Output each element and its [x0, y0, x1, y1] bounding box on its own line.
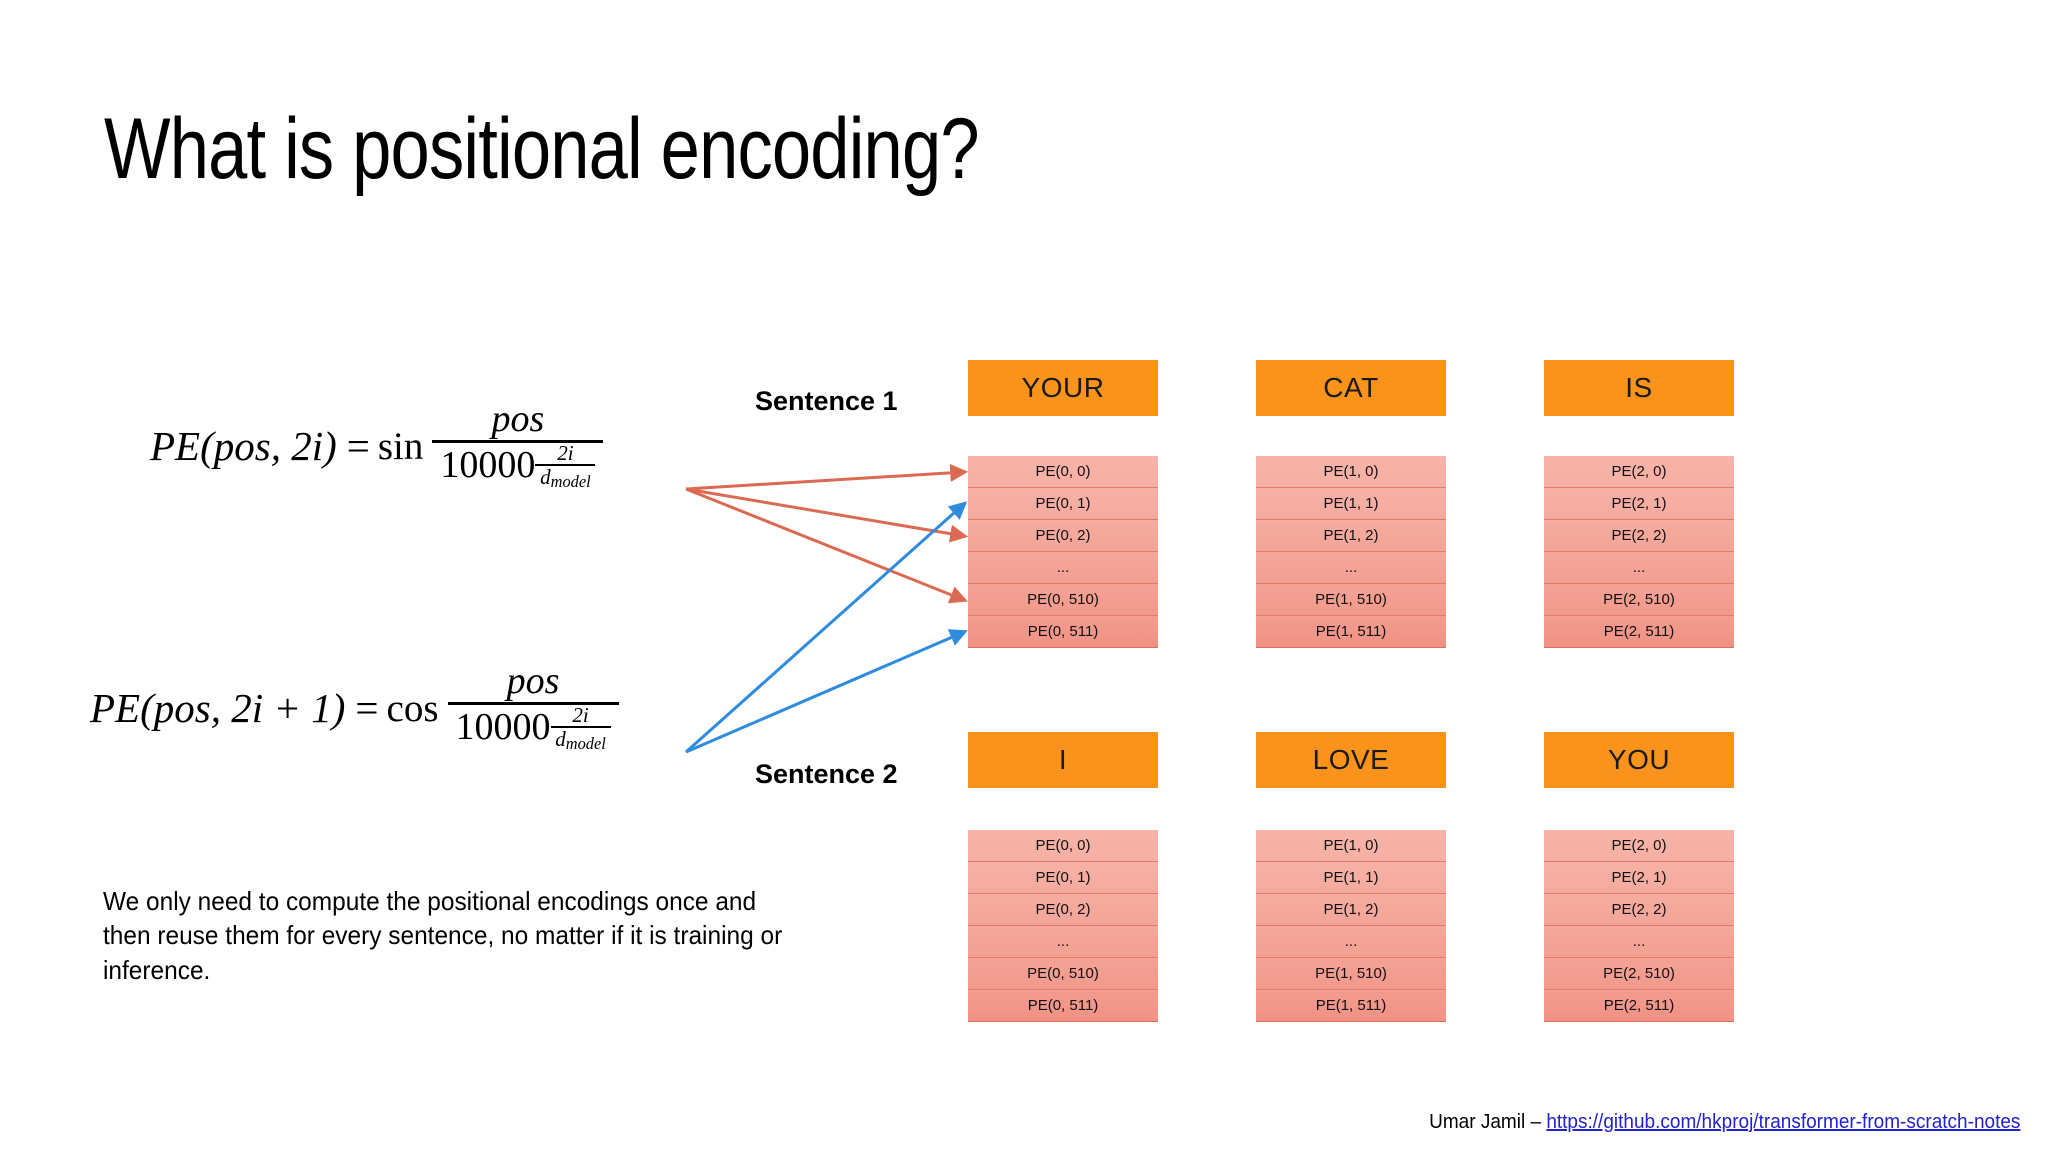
connector-arrow	[685, 501, 968, 754]
formula-sin-fraction: pos 10000 2i dmodel	[432, 398, 604, 492]
word-box[interactable]: YOU	[1544, 732, 1734, 788]
pe-cell: PE(0, 2)	[968, 520, 1158, 552]
exponent-denominator: dmodel	[540, 465, 591, 492]
formula-sin-numerator: pos	[491, 398, 545, 440]
footer-author: Umar Jamil –	[1428, 1111, 1541, 1133]
pe-cell: PE(0, 0)	[968, 456, 1158, 488]
formula-sin: PE(pos, 2i) = sin pos 10000 2i dmodel	[150, 398, 604, 492]
word-box[interactable]: IS	[1544, 360, 1734, 416]
pe-cell: ...	[1256, 552, 1446, 584]
pe-cell: PE(0, 1)	[968, 488, 1158, 520]
fraction-bar	[432, 440, 604, 443]
word-box[interactable]: LOVE	[1256, 732, 1446, 788]
formula-cos-fraction: pos 10000 2i dmodel	[447, 660, 619, 754]
pe-cell: PE(1, 511)	[1256, 990, 1446, 1022]
sin-arrows	[685, 463, 969, 604]
formula-sin-equals: =	[346, 423, 370, 470]
pe-column: PE(2, 0)PE(2, 1)PE(2, 2)...PE(2, 510)PE(…	[1544, 830, 1734, 1022]
formula-sin-denominator: 10000 2i dmodel	[432, 441, 603, 492]
formula-cos-numerator: pos	[506, 660, 560, 702]
pe-cell: PE(1, 510)	[1256, 584, 1446, 616]
pe-cell: PE(1, 511)	[1256, 616, 1446, 648]
pe-column: PE(1, 0)PE(1, 1)PE(1, 2)...PE(1, 510)PE(…	[1256, 456, 1446, 648]
pe-cell: PE(2, 1)	[1544, 488, 1734, 520]
footer-link[interactable]: https://github.com/hkproj/transformer-fr…	[1545, 1111, 2020, 1133]
connector-arrow	[685, 629, 968, 754]
pe-cell: PE(0, 510)	[968, 958, 1158, 990]
pe-cell: PE(2, 1)	[1544, 862, 1734, 894]
exponent-numerator: 2i	[572, 703, 589, 727]
exponent-numerator: 2i	[557, 441, 574, 465]
formula-sin-base: 10000	[440, 444, 536, 486]
formula-cos-base: 10000	[455, 706, 551, 748]
pe-column: PE(0, 0)PE(0, 1)PE(0, 2)...PE(0, 510)PE(…	[968, 456, 1158, 648]
pe-cell: PE(2, 2)	[1544, 520, 1734, 552]
pe-cell: PE(1, 0)	[1256, 456, 1446, 488]
pe-column: PE(1, 0)PE(1, 1)PE(1, 2)...PE(1, 510)PE(…	[1256, 830, 1446, 1022]
word-box[interactable]: YOUR	[968, 360, 1158, 416]
pe-cell: ...	[1544, 552, 1734, 584]
pe-cell: PE(2, 511)	[1544, 616, 1734, 648]
pe-cell: ...	[968, 926, 1158, 958]
word-box[interactable]: I	[968, 732, 1158, 788]
formula-cos: PE(pos, 2i + 1) = cos pos 10000 2i dmode…	[90, 662, 619, 754]
pe-column: PE(0, 0)PE(0, 1)PE(0, 2)...PE(0, 510)PE(…	[968, 830, 1158, 1022]
pe-cell: PE(1, 2)	[1256, 520, 1446, 552]
pe-cell: PE(1, 2)	[1256, 894, 1446, 926]
formula-cos-exponent: 2i dmodel	[550, 703, 611, 754]
cos-arrows	[685, 501, 968, 754]
formula-sin-lhs: PE(pos, 2i)	[150, 423, 337, 470]
formula-cos-lhs: PE(pos, 2i + 1)	[90, 685, 346, 732]
pe-cell: PE(1, 510)	[1256, 958, 1446, 990]
pe-cell: PE(0, 511)	[968, 616, 1158, 648]
formula-cos-equals: =	[355, 685, 379, 732]
exponent-fraction-bar	[550, 726, 611, 729]
pe-cell: PE(0, 0)	[968, 830, 1158, 862]
connector-arrow	[685, 463, 969, 491]
sentence-1-label: Sentence 1	[755, 386, 898, 416]
connector-arrow	[685, 487, 969, 543]
sentence-2-label: Sentence 2	[755, 759, 898, 789]
pe-cell: PE(0, 1)	[968, 862, 1158, 894]
pe-cell: PE(0, 2)	[968, 894, 1158, 926]
word-box[interactable]: CAT	[1256, 360, 1446, 416]
formula-cos-trig: cos	[386, 686, 439, 730]
pe-cell: PE(2, 511)	[1544, 990, 1734, 1022]
connector-arrow	[685, 487, 968, 604]
formula-sin-exponent: 2i dmodel	[535, 441, 596, 492]
formula-cos-denominator: 10000 2i dmodel	[448, 703, 619, 754]
pe-cell: PE(2, 510)	[1544, 958, 1734, 990]
footer-attribution: Umar Jamil – https://github.com/hkproj/t…	[1429, 1111, 2020, 1134]
pe-cell: PE(1, 1)	[1256, 862, 1446, 894]
pe-cell: ...	[968, 552, 1158, 584]
pe-cell: ...	[1544, 926, 1734, 958]
pe-column: PE(2, 0)PE(2, 1)PE(2, 2)...PE(2, 510)PE(…	[1544, 456, 1734, 648]
formula-sin-trig: sin	[377, 424, 424, 468]
pe-cell: PE(1, 1)	[1256, 488, 1446, 520]
pe-cell: PE(2, 510)	[1544, 584, 1734, 616]
pe-cell: PE(0, 511)	[968, 990, 1158, 1022]
page-title: What is positional encoding?	[104, 101, 980, 197]
pe-cell: PE(1, 0)	[1256, 830, 1446, 862]
pe-cell: PE(2, 2)	[1544, 894, 1734, 926]
explanation-caption: We only need to compute the positional e…	[103, 886, 783, 985]
pe-cell: PE(2, 0)	[1544, 456, 1734, 488]
pe-cell: PE(2, 0)	[1544, 830, 1734, 862]
pe-cell: ...	[1256, 926, 1446, 958]
pe-cell: PE(0, 510)	[968, 584, 1158, 616]
exponent-denominator: dmodel	[555, 727, 606, 754]
fraction-bar	[447, 702, 619, 705]
exponent-fraction-bar	[535, 464, 596, 467]
